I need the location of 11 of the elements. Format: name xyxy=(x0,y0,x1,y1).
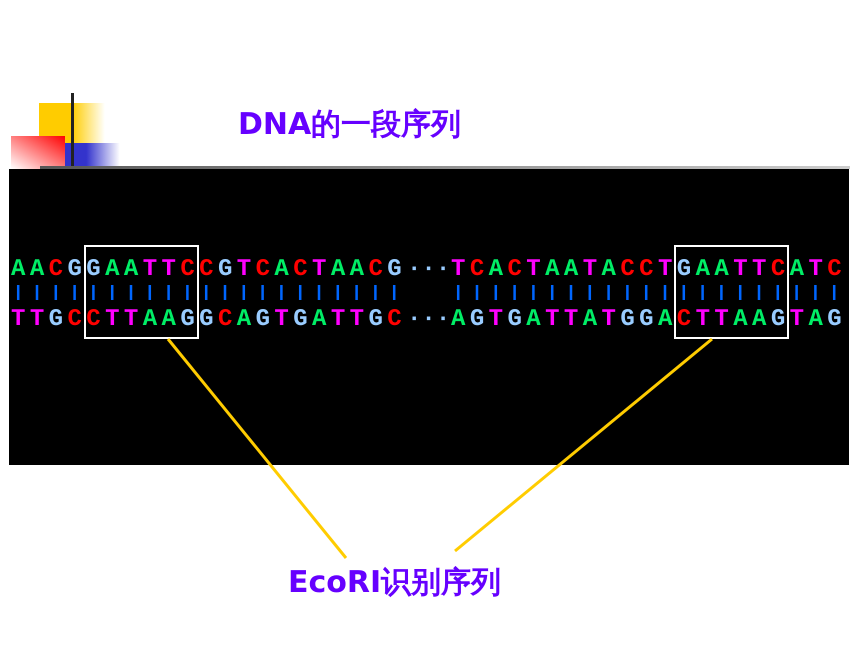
dna-strand-sequence: AACGGAATTCCGTCACTAACG xyxy=(11,256,406,284)
dna-strand-sequence: ··· xyxy=(407,256,450,284)
dna-strand-sequence: AGTGATTATGGACTTAAGTAG xyxy=(451,306,846,334)
recognition-site-frame xyxy=(84,245,199,339)
dna-strand-sequence: TCACTAATACCTGAATTCATC xyxy=(451,256,846,284)
recognition-site-frame xyxy=(674,245,789,339)
enzyme-site-label: EcoRI识别序列 xyxy=(288,562,528,602)
leader-line xyxy=(166,338,348,559)
dna-strand-sequence: ··· xyxy=(407,306,450,334)
leader-line xyxy=(454,338,713,552)
title: DNA的一段序列 xyxy=(238,106,462,144)
